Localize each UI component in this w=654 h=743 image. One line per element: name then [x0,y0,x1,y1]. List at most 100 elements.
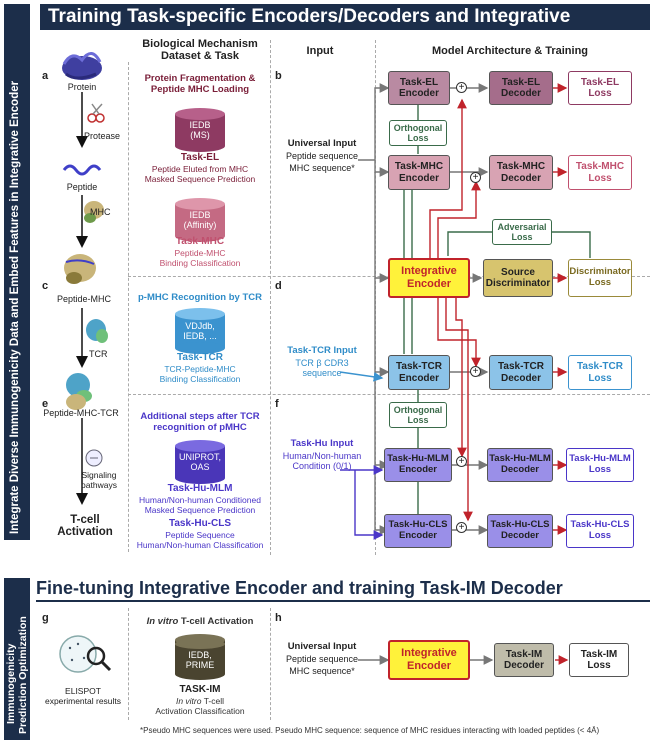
link-integ-hucls [445,298,473,522]
task-el-loss-2: Loss [588,88,612,99]
input-tcr: Task-TCR Input TCR β CDR3 sequence [272,345,372,378]
task-tcr-encoder-2: Encoder [398,372,439,384]
task-mhc-title: Task-MHC [175,236,225,247]
task-el-loss-1: Task-EL [580,76,620,88]
db-label-uniprot-1: UNIPROT, [178,452,221,462]
input-hu: Task-Hu Input Human/Non-human Condition … [272,438,372,471]
orthogonal-loss-top-2: Loss [407,133,429,143]
db-label-iedb-prime-2: PRIME [185,660,215,670]
panel-letter-f: f [275,398,279,410]
db-label-vdjdb-1: VDJdb, [185,321,215,331]
task-el-encoder-2: Encoder [398,88,439,99]
source-discriminator-1: Source [501,266,535,278]
task-hu-cls-title: Task-Hu-CLS [168,518,232,529]
db-label-vdjdb: VDJdb, IEDB, ... [175,321,225,341]
input-universal-h: Universal Input Peptide sequence MHC seq… [272,641,372,676]
input-peptide-seq: Peptide sequence [285,151,359,161]
peptide-icon [62,164,102,176]
db-label-iedb-affinity-1: IEDB [189,210,211,220]
task-mhc-loss-1: Task-MHC [575,161,625,172]
orthogonal-loss-bottom-1: Orthogonal [393,404,443,415]
input-universal: Universal Input Peptide sequence MHC seq… [272,138,372,173]
cylinder-iedb-ms [175,108,225,152]
task-tcr-encoder-1: Task-TCR [396,361,442,372]
task-mhc-encoder-2: Encoder [398,172,439,184]
header-mechanism-1: Biological Mechanism [142,38,258,50]
integrative-encoder-finetune-1: Integrative [401,647,457,660]
elispot-graphic [59,635,112,673]
task-mhc-desc-2: Binding Classification [159,258,241,268]
label-mhc: MHC [90,207,111,217]
discriminator-loss-2: Loss [588,277,612,288]
peptide-mhc-tcr-icon [66,373,92,410]
task-hu-cls-desc: Peptide Sequence Human/Non-human Classif… [130,530,270,550]
plus-node-el: + [456,82,467,93]
panel-letter-d: d [275,280,282,292]
input-tcr-line1: TCR β CDR3 [295,358,349,368]
link-input-hucls [374,465,390,535]
task-im-desc-1: In vitro T-cell [130,696,270,706]
panel-letter-e: e [42,398,49,410]
label-signaling-2: pathways [81,480,117,490]
label-elispot: ELISPOT experimental results [38,686,128,706]
dataset-section-el-mhc-2: Peptide MHC Loading [150,84,250,95]
im-section-title: In vitro T-cell Activation [130,616,270,627]
task-el-decoder-2: Decoder [500,88,541,99]
dataset-section-hu-2: recognition of pMHC [153,422,247,433]
separator-v5 [270,608,271,720]
db-label-iedb-prime-1: IEDB, [188,650,212,660]
panel-letter-a: a [42,70,49,82]
task-im-desc-rest: T-cell [201,696,225,706]
task-im-loss-1: Task-IM [580,648,618,660]
plus-node-humlm: + [456,456,467,467]
dataset-section-hu: Additional steps after TCR recognition o… [130,411,270,433]
source-discriminator-2: Discriminator [485,278,551,289]
finetuning-underline [36,600,650,602]
separator-v2 [270,40,271,555]
task-tcr-loss-1: Task-TCR [577,361,623,372]
task-hu-cls-desc-1: Peptide Sequence [165,530,235,540]
orthogonal-loss-bottom-2: Loss [407,415,429,425]
label-protein: Protein [67,82,97,92]
link-integ-humlm [455,298,467,458]
task-hu-mlm-encoder-2: Encoder [398,464,437,475]
label-activation-2: Activation [57,526,113,538]
task-tcr-desc-1: TCR-Peptide-MHC [164,364,236,374]
task-el-desc-2: Masked Sequence Prediction [144,174,256,184]
task-hu-mlm-desc-1: Human/Non-human Conditioned [139,495,261,505]
link-input-integ [374,172,390,283]
task-tcr-decoder-2: Decoder [500,372,541,384]
header-mechanism: Biological Mechanism Dataset & Task [130,38,270,62]
section-title-training: Training Task-specific Encoders/Decoders… [40,4,650,53]
mhc-icon [84,201,104,223]
panel-letter-g: g [42,612,49,624]
label-activation: T-cell Activation [50,514,120,538]
task-im-desc-2: Activation Classification [155,706,245,716]
dataset-section-el-mhc-1: Protein Fragmentation & [144,73,256,84]
input-mhc-seq: MHC sequence* [289,163,355,173]
panel-letter-c: c [42,280,49,292]
link-tcr-input-enc [339,371,384,382]
input-universal-title: Universal Input [287,138,357,149]
task-hu-mlm-encoder-1: Task-Hu-MLM [387,453,449,465]
input-universal-h-title: Universal Input [287,641,357,652]
orthogonal-loss-top-1: Orthogonal [393,122,443,133]
